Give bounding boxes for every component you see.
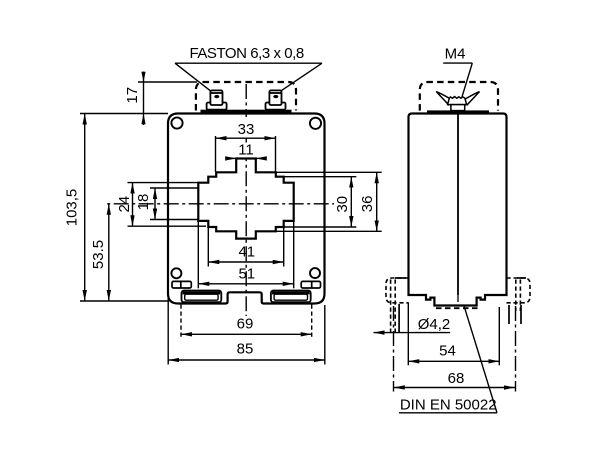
svg-text:68: 68 — [448, 370, 465, 387]
svg-text:Ø4,2: Ø4,2 — [418, 316, 451, 333]
svg-text:M4: M4 — [445, 46, 466, 63]
svg-text:17: 17 — [124, 87, 141, 104]
svg-text:33: 33 — [238, 121, 255, 138]
svg-text:18: 18 — [135, 194, 152, 211]
svg-text:41: 41 — [238, 244, 255, 261]
svg-text:FASTON 6,3 x 0,8: FASTON 6,3 x 0,8 — [189, 45, 303, 62]
svg-text:54: 54 — [439, 342, 456, 359]
svg-text:11: 11 — [238, 141, 254, 158]
svg-text:DIN EN 50022: DIN EN 50022 — [400, 396, 497, 413]
svg-text:53.5: 53.5 — [90, 240, 107, 269]
svg-text:85: 85 — [237, 341, 254, 358]
svg-text:51: 51 — [238, 266, 255, 283]
svg-text:24: 24 — [116, 196, 133, 213]
svg-text:103,5: 103,5 — [63, 189, 80, 227]
svg-text:69: 69 — [237, 316, 254, 333]
svg-text:36: 36 — [359, 196, 376, 213]
svg-text:30: 30 — [334, 196, 351, 213]
